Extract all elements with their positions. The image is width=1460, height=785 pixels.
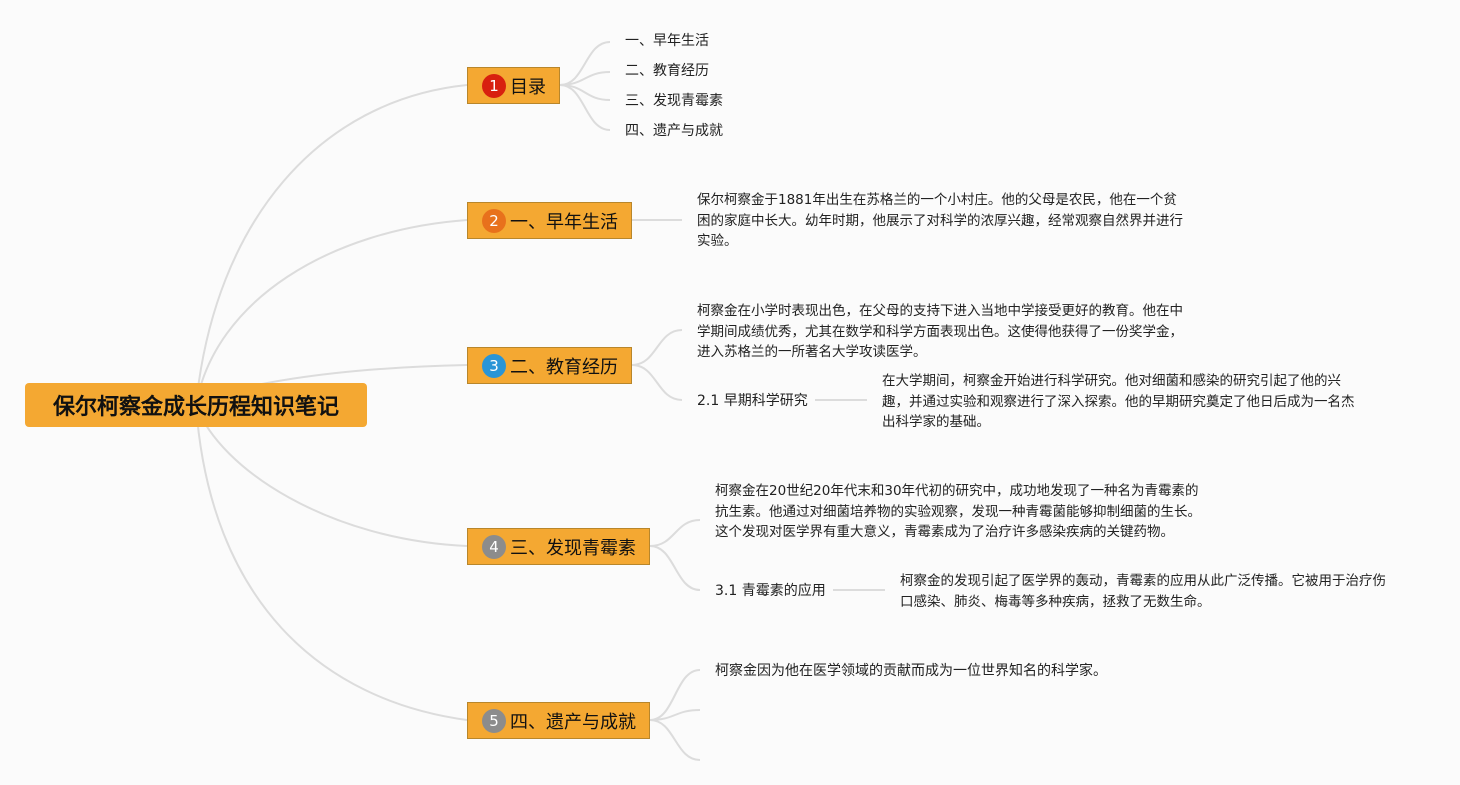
badge-4-icon: 4 bbox=[482, 534, 506, 559]
education-sub-link bbox=[631, 364, 683, 401]
toc-link-4 bbox=[559, 84, 611, 131]
legacy-text-link bbox=[649, 669, 701, 721]
root-title: 保尔柯察金成长历程知识笔记 bbox=[52, 395, 339, 420]
branch-education[interactable]: 3 二、教育经历 bbox=[467, 347, 632, 384]
penicillin-subtopic-text[interactable]: 柯察金的发现引起了医学界的轰动，青霉素的应用从此广泛传播。它被用于治疗伤口感染、… bbox=[900, 573, 1386, 610]
education-text-link bbox=[631, 329, 683, 366]
branch-label: 目录 bbox=[510, 76, 546, 98]
root-node[interactable]: 保尔柯察金成长历程知识笔记 bbox=[25, 383, 367, 427]
branch-toc[interactable]: 1 目录 bbox=[467, 67, 560, 104]
badge-5-icon: 5 bbox=[482, 708, 506, 733]
legacy-empty-link-2 bbox=[649, 719, 701, 761]
penicillin-text-link bbox=[649, 519, 701, 547]
education-text[interactable]: 柯察金在小学时表现出色，在父母的支持下进入当地中学接受更好的教育。他在中学期间成… bbox=[697, 303, 1183, 360]
badge-2-icon: 2 bbox=[482, 208, 506, 233]
education-subtopic-label[interactable]: 2.1 早期科学研究 bbox=[697, 393, 808, 409]
branch-label: 四、遗产与成就 bbox=[510, 711, 636, 733]
branch-legacy[interactable]: 5 四、遗产与成就 bbox=[467, 702, 650, 739]
branch-label: 三、发现青霉素 bbox=[510, 537, 636, 559]
toc-item[interactable]: 三、发现青霉素 bbox=[625, 93, 723, 109]
branch-penicillin[interactable]: 4 三、发现青霉素 bbox=[467, 528, 650, 565]
branch-label: 二、教育经历 bbox=[510, 356, 618, 378]
early-life-text[interactable]: 保尔柯察金于1881年出生在苏格兰的一个小村庄。他的父母是农民，他在一个贫困的家… bbox=[697, 192, 1183, 249]
toc-item[interactable]: 一、早年生活 bbox=[625, 33, 709, 49]
penicillin-sub-link bbox=[649, 545, 701, 591]
education-subtopic-text[interactable]: 在大学期间，柯察金开始进行科学研究。他对细菌和感染的研究引起了他的兴趣，并通过实… bbox=[882, 373, 1355, 430]
badge-1-icon: 1 bbox=[482, 73, 506, 98]
penicillin-text[interactable]: 柯察金在20世纪20年代末和30年代初的研究中，成功地发现了一种名为青霉素的抗生… bbox=[715, 483, 1201, 540]
branch-label: 一、早年生活 bbox=[510, 211, 618, 233]
root-to-legacy-line bbox=[195, 404, 468, 721]
toc-item[interactable]: 二、教育经历 bbox=[625, 63, 709, 79]
penicillin-subtopic-label[interactable]: 3.1 青霉素的应用 bbox=[715, 583, 826, 599]
branch-early-life[interactable]: 2 一、早年生活 bbox=[467, 202, 632, 239]
root-to-penicillin-line bbox=[195, 404, 468, 547]
toc-item[interactable]: 四、遗产与成就 bbox=[625, 123, 723, 139]
root-to-toc-line bbox=[195, 84, 468, 406]
badge-3-icon: 3 bbox=[482, 353, 506, 378]
legacy-text[interactable]: 柯察金因为他在医学领域的贡献而成为一位世界知名的科学家。 bbox=[715, 663, 1107, 679]
root-to-early-life-line bbox=[195, 219, 468, 406]
